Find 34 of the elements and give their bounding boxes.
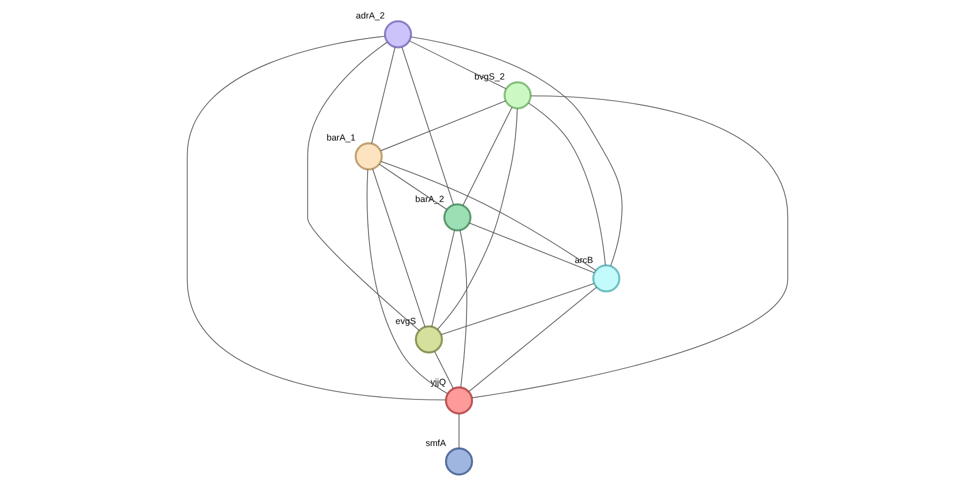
- connector: [460, 230, 468, 388]
- connector: [378, 164, 448, 210]
- connector: [468, 286, 597, 392]
- connector: [307, 42, 420, 331]
- connector: [409, 40, 506, 90]
- connector: [472, 96, 788, 398]
- connector: [380, 160, 596, 271]
- connector: [380, 100, 506, 152]
- node-label: smfA: [426, 438, 446, 448]
- connector: [434, 351, 454, 389]
- connector: [401, 46, 454, 206]
- connector: [440, 283, 594, 336]
- connector: [437, 108, 518, 330]
- node-circle: [384, 20, 412, 48]
- node-circle: [504, 81, 532, 110]
- connector: [186, 36, 446, 400]
- connector: [410, 36, 622, 266]
- node-circle: [443, 203, 472, 232]
- connector: [366, 169, 448, 394]
- node-circle: [592, 264, 620, 292]
- node-circle: [444, 386, 474, 414]
- node-circle: [414, 325, 443, 354]
- node-circle: [354, 142, 383, 170]
- connector: [462, 106, 512, 206]
- connector: [458, 413, 460, 449]
- connector: [371, 46, 396, 144]
- node-label: adrA_2: [356, 10, 385, 21]
- node-label: barA_1: [326, 132, 356, 143]
- node-circle: [444, 447, 474, 476]
- connector: [528, 102, 606, 266]
- connector: [431, 230, 455, 328]
- node-label: yjjQ: [430, 376, 446, 387]
- connector: [372, 168, 426, 328]
- connector: [468, 222, 595, 274]
